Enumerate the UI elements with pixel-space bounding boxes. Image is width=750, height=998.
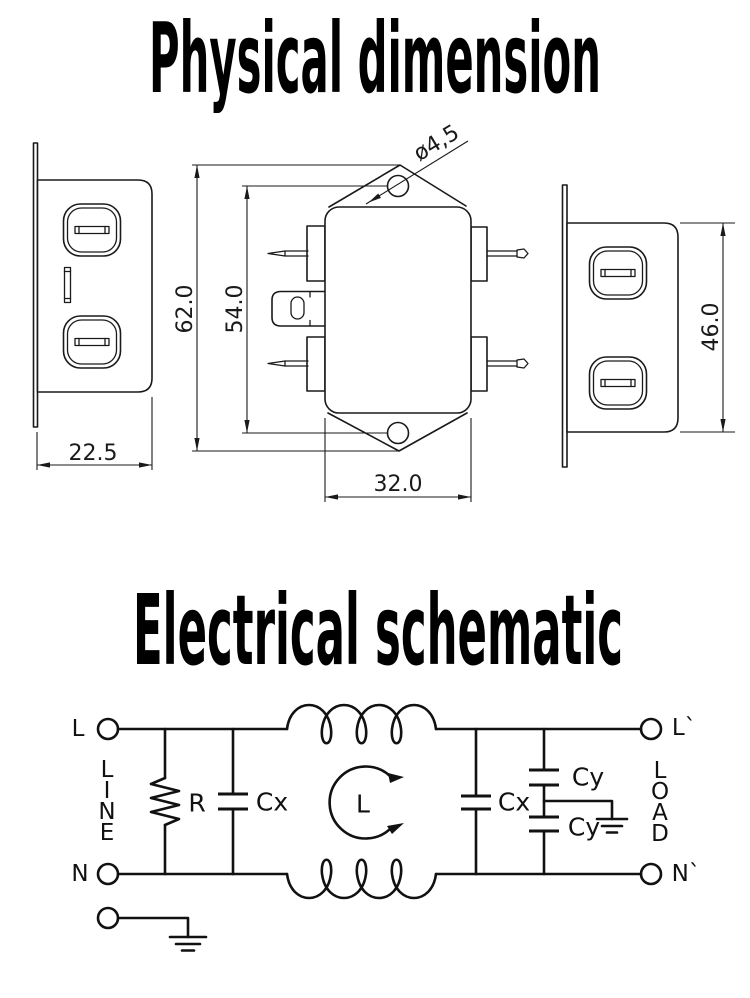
resistor <box>149 727 181 876</box>
choke <box>285 703 438 900</box>
label-cx-output: Cx <box>498 788 530 817</box>
label-cy-upper: Cy <box>572 763 604 792</box>
label-load-live: L` <box>672 715 696 741</box>
output-terminals <box>470 226 529 392</box>
terminal-load-neutral <box>639 862 663 886</box>
earth-branch <box>116 916 208 952</box>
label-load-neutral: N` <box>672 861 701 887</box>
capacitors-cy <box>529 727 629 876</box>
label-choke: L <box>356 790 370 819</box>
dim-label-body-width: 32.0 <box>374 472 423 497</box>
front-view-body <box>324 206 472 414</box>
capacitor-cx-input <box>218 727 248 876</box>
dim-54-0: 54.0 <box>223 185 387 434</box>
dim-hole-diameter: ø4,5 <box>365 120 469 205</box>
physical-dimension-section: Physical dimension 22.5 <box>32 2 735 502</box>
dim-label-width-left-view: 22.5 <box>69 441 118 466</box>
choke-rotation-arrow <box>328 765 394 840</box>
label-resistor: R <box>188 789 205 818</box>
label-cy-lower: Cy <box>568 813 600 842</box>
label-cx-input: Cx <box>256 788 288 817</box>
mounting-hole-bottom <box>386 421 410 445</box>
capacitor-cx-output <box>461 727 491 876</box>
dim-22-5: 22.5 <box>36 397 153 470</box>
front-view: 62.0 54.0 32.0 <box>173 120 529 502</box>
terminal-earth <box>96 906 120 930</box>
terminal-line-live <box>96 717 120 741</box>
mounting-hole-top <box>386 174 410 198</box>
terminal-line-neutral <box>96 862 120 886</box>
left-view-slot <box>63 266 72 304</box>
section-title-physical: Physical dimension <box>149 2 601 115</box>
dim-62-0: 62.0 <box>173 164 400 452</box>
mounting-tab-bottom <box>327 412 468 452</box>
section-title-electrical: Electrical schematic <box>133 574 623 687</box>
input-terminals <box>267 225 326 392</box>
ground-blade <box>271 290 326 327</box>
label-line-live: L <box>72 716 85 742</box>
dim-label-hole-diameter: ø4,5 <box>409 120 463 166</box>
choke-winding-bottom <box>285 858 438 900</box>
dim-32-0: 32.0 <box>324 418 472 502</box>
label-line-neutral: N <box>71 861 88 887</box>
left-view-body <box>36 179 153 393</box>
dim-46-0: 46.0 <box>680 222 735 433</box>
choke-winding-top <box>285 703 438 745</box>
right-side-view: 46.0 <box>561 184 735 468</box>
dim-label-hole-spacing: 54.0 <box>223 285 248 334</box>
dim-label-body-height: 46.0 <box>699 303 724 352</box>
terminal-load-live <box>639 717 663 741</box>
left-side-view: 22.5 <box>32 142 153 470</box>
dim-label-overall-height: 62.0 <box>173 285 198 334</box>
right-view-body <box>566 222 679 433</box>
